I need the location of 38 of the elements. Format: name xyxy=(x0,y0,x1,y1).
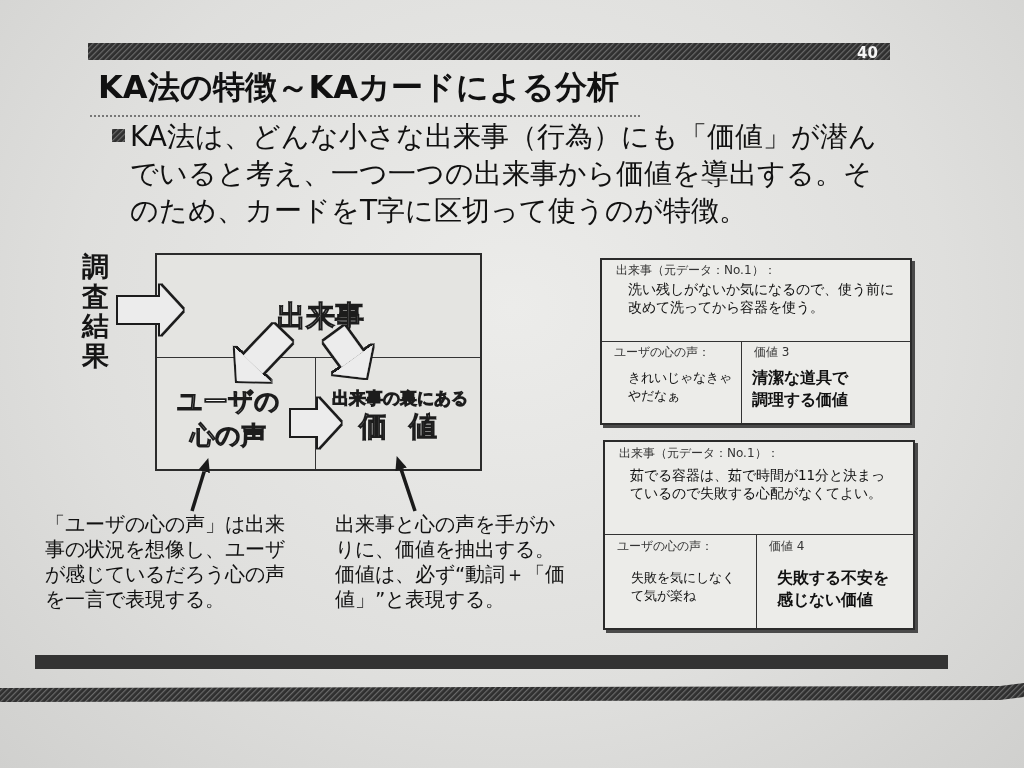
section-text: 洗い残しがないか気になるので、使う前に改めて洗ってから容器を使う。 xyxy=(628,280,895,317)
card-section xyxy=(602,260,910,342)
slide-title: KA法の特徴～KAカードによる分析 xyxy=(98,67,620,108)
card-frame xyxy=(603,440,915,630)
section-heading: 価値 4 xyxy=(769,538,805,555)
card-section xyxy=(742,342,910,423)
bullet-text: KA法は、どんな小さな出来事（行為）にも「価値」が潜んでいると考え、一つ一つの出来事から価値を導出する。そのため、カードをT字に区切って使うのが特徴。 xyxy=(130,119,879,229)
section-heading: 価値 3 xyxy=(754,344,790,361)
leader-arrow xyxy=(395,456,417,512)
vertical-label: 調査結果 xyxy=(82,252,110,371)
section-heading: ユーザの心の声： xyxy=(614,344,710,361)
card-section xyxy=(605,535,757,628)
section-subtitle: 出来事の裏にある xyxy=(331,387,469,410)
section-title: 出来事 xyxy=(275,298,365,335)
section-title: ユーザの心の声 xyxy=(175,386,281,452)
card-frame xyxy=(600,258,912,425)
card-section xyxy=(157,358,316,469)
block-arrow xyxy=(291,398,341,448)
section-heading: 出来事（元データ：No.1）： xyxy=(619,445,779,462)
caption-text: 出来事と心の声を手がかりに、価値を抽出する。価値は、必ず“動詞＋「価値」”と表現する。 xyxy=(335,512,567,612)
card-section xyxy=(757,535,913,628)
caption-text: 「ユーザの心の声」は出来事の状況を想像し、ユーザが感じているだろう心の声を一言で表現する。 xyxy=(45,512,289,612)
card-frame xyxy=(155,253,482,471)
section-title: 価値 xyxy=(357,409,462,445)
card-section xyxy=(157,255,480,358)
section-text: 清潔な道具で調理する価値 xyxy=(752,367,850,411)
leader-arrow xyxy=(190,458,210,512)
card-section xyxy=(605,442,913,535)
block-arrow xyxy=(118,285,183,335)
block-arrow xyxy=(323,326,373,378)
section-text: 失敗を気にしなくて気が楽ね xyxy=(631,569,736,605)
page-number: 40 xyxy=(857,44,878,62)
section-text: 失敗する不安を感じない価値 xyxy=(777,567,890,611)
section-heading: ユーザの心の声： xyxy=(617,538,713,555)
section-heading: 出来事（元データ：No.1）： xyxy=(616,262,776,279)
section-text: 茹でる容器は、茹で時間が11分と決まっているので失敗する心配がなくてよい。 xyxy=(630,466,887,503)
card-section xyxy=(602,342,742,423)
section-text: きれいじゃなきゃやだなぁ xyxy=(628,369,733,405)
